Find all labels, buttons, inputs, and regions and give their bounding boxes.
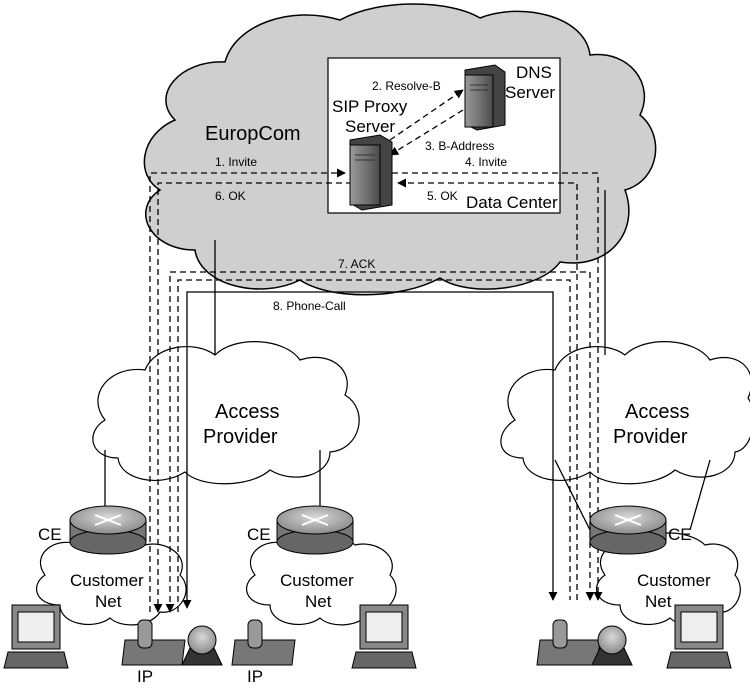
pc-icon-1 [3,604,69,669]
ack-7-inner-path [177,279,571,612]
sip-proxy-server-icon [349,134,393,211]
dns-server-icon [464,64,506,131]
sip-proxy-label-1: SIP Proxy [332,97,408,116]
customer-net-3-label-1: Customer [637,571,711,590]
datacenter-label: Data Center [466,193,558,212]
access-right-label-2: Provider [613,426,688,448]
resolve-b-path [389,89,464,141]
access-right-label-1: Access [625,401,689,423]
ip-phone-icon-3 [536,619,601,666]
msg-ok-5: 5. OK [427,189,458,203]
signaling-paths [149,89,603,613]
customer-net-3-label-2: Net [645,592,672,611]
phone-sphere-icon-1 [181,625,223,666]
router-icon-3 [589,505,667,555]
customer-net-2-label-1: Customer [280,571,354,590]
access-left-label-2: Provider [203,426,278,448]
ce-label-1: CE [38,525,62,544]
msg-ack-7: 7. ACK [338,257,375,271]
pc-icon-2 [351,604,417,669]
dns-label-1: DNS [516,63,552,82]
sip-proxy-label-2: Server [345,117,395,136]
msg-ok-6: 6. OK [215,189,246,203]
access-left-label-1: Access [215,401,279,423]
msg-invite-4: 4. Invite [465,155,507,169]
msg-invite-1: 1. Invite [215,155,257,169]
router-icon-2 [276,505,354,555]
ack-7-path [165,271,595,613]
customer-net-2-label-2: Net [305,592,332,611]
router-icon-1 [69,505,147,555]
invite-4-path [392,172,603,601]
access-cloud-left [92,341,360,485]
ce-label-2: CE [247,525,271,544]
dns-label-2: Server [505,83,555,102]
access-cloud-right [500,341,750,485]
msg-b-address: 3. B-Address [425,139,494,153]
msg-resolve-b: 2. Resolve-B [372,79,441,93]
ce-label-3: CE [668,525,692,544]
europcom-label: EuropCom [205,123,301,145]
ip-phone-icon-1 [121,619,186,666]
pc-icon-3 [666,604,732,669]
ip-phone-icon-2 [231,619,296,666]
phone-call-path [182,291,558,609]
ip-label-1: IP [137,667,153,686]
ok-6-path [153,182,392,613]
ip-label-2: IP [247,667,263,686]
phone-sphere-icon-2 [591,625,633,666]
customer-net-1-label-1: Customer [70,571,144,590]
customer-net-1-label-2: Net [95,592,122,611]
b-address-path [389,109,464,156]
msg-phone-call-8: 8. Phone-Call [273,299,346,313]
